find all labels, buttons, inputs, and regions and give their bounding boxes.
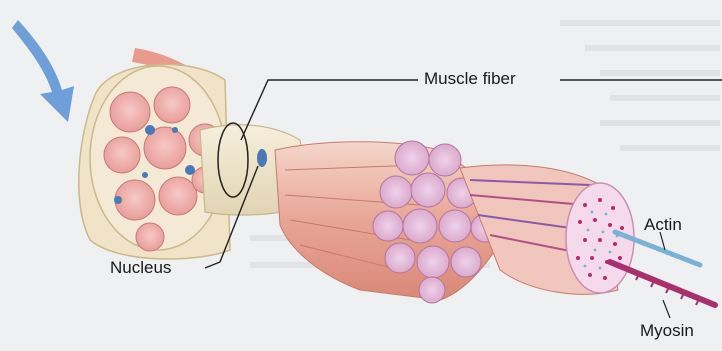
nucleus-label: Nucleus [110,259,171,276]
direction-arrow [12,20,74,122]
muscle-fiber-label: Muscle fiber [424,70,516,87]
myofibril [460,165,634,294]
myosin-filament [610,262,715,305]
myosin-leader-line [663,300,670,318]
myosin-label: Myosin [640,322,694,339]
actin-label: Actin [644,216,682,233]
